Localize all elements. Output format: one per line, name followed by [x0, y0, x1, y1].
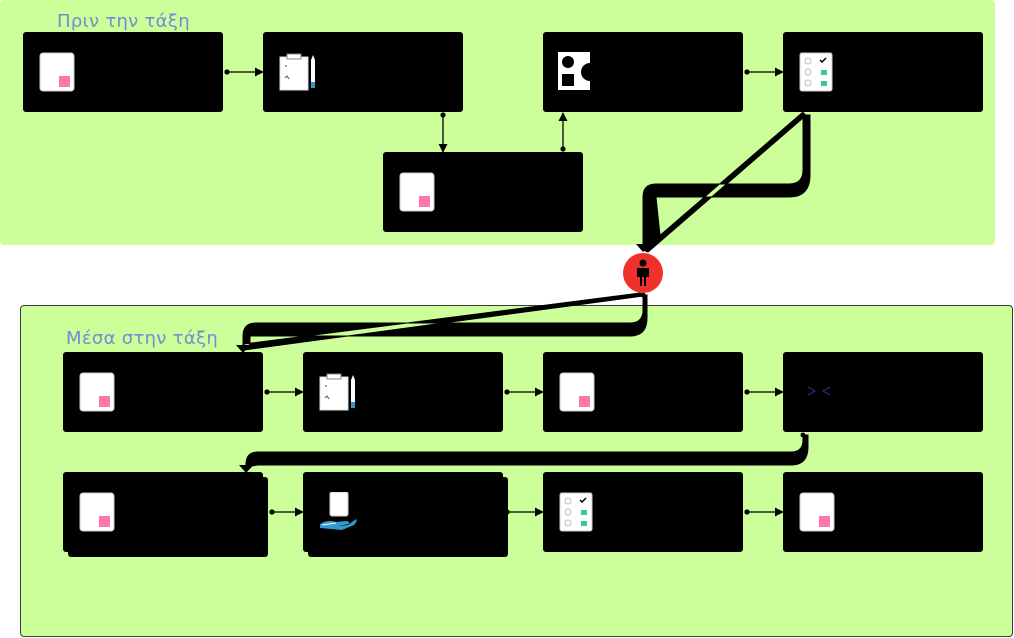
checklist-icon	[558, 492, 598, 532]
checklist-icon	[798, 52, 838, 92]
note-icon	[398, 172, 438, 212]
diagram-node-10[interactable]	[63, 472, 263, 552]
note-icon	[38, 52, 78, 92]
note-icon	[798, 492, 838, 532]
diagram-node-7[interactable]	[303, 352, 503, 432]
diagram-node-4[interactable]	[543, 32, 743, 112]
note-icon	[78, 372, 118, 412]
diagram-node-11[interactable]	[303, 472, 503, 552]
diagram-node-8[interactable]	[543, 352, 743, 432]
diagram-node-12[interactable]	[543, 472, 743, 552]
clipboard-pencil-icon	[318, 372, 358, 412]
diagram-node-6[interactable]	[63, 352, 263, 432]
lane-label-before-class: Πριν την τάξη	[57, 11, 190, 32]
actor-student[interactable]	[623, 253, 663, 293]
diagram-node-1[interactable]	[23, 32, 223, 112]
hand-document-icon	[318, 492, 358, 532]
lane-label-during-class: Μέσα στην τάξη	[66, 328, 219, 349]
note-icon	[78, 492, 118, 532]
compare-icon	[798, 372, 838, 412]
shapes-icon	[558, 52, 598, 92]
note-icon	[558, 372, 598, 412]
diagram-node-9[interactable]	[783, 352, 983, 432]
clipboard-pencil-icon	[278, 52, 318, 92]
diagram-node-3[interactable]	[383, 152, 583, 232]
diagram-node-13[interactable]	[783, 472, 983, 552]
diagram-node-2[interactable]	[263, 32, 463, 112]
diagram-node-5[interactable]	[783, 32, 983, 112]
